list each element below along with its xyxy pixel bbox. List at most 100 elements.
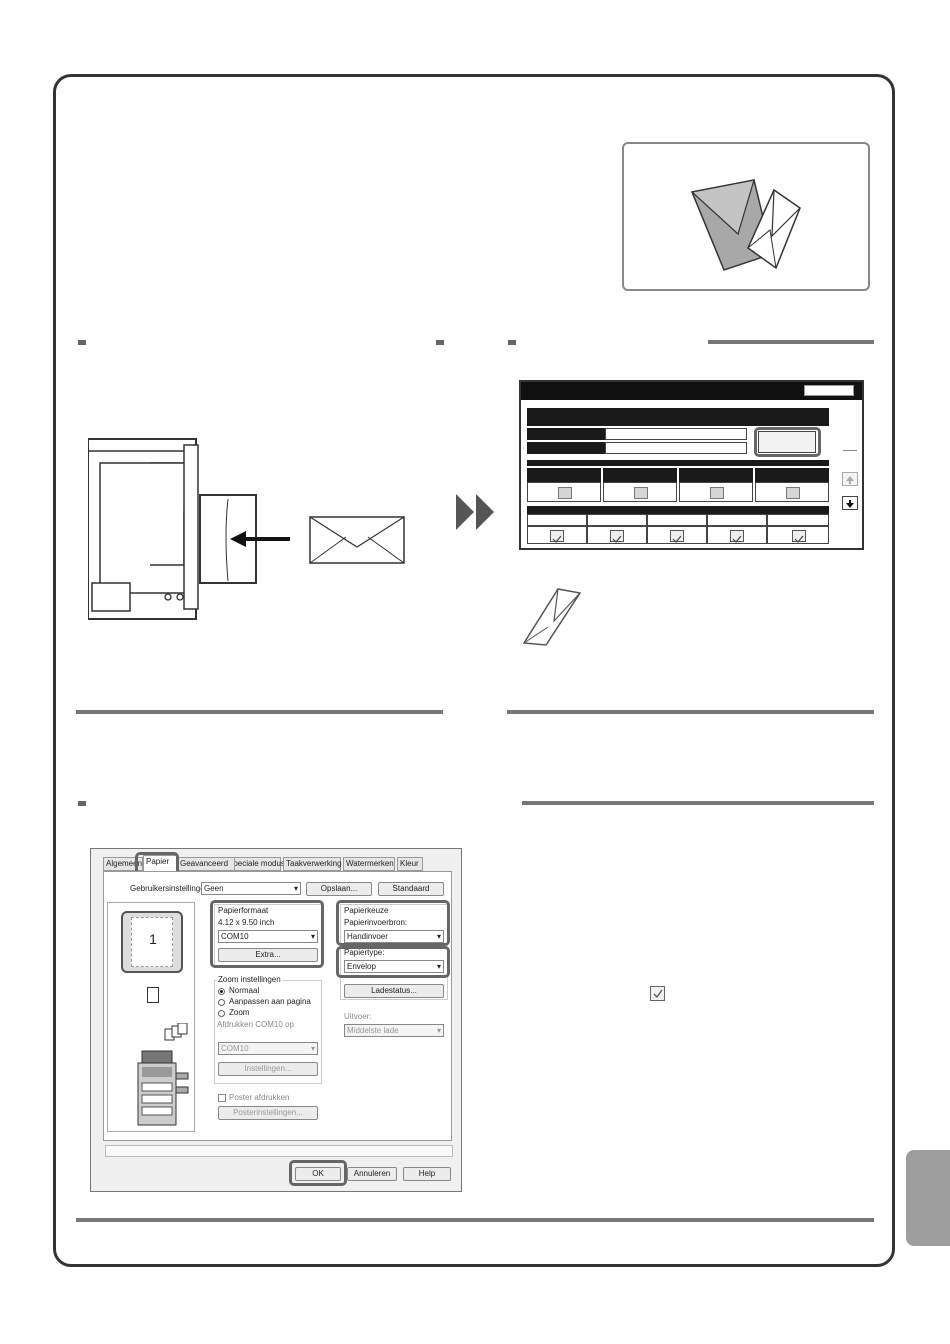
tray-status-button[interactable]: Ladestatus...: [344, 984, 444, 998]
zoom-fit-label: Aanpassen aan pagina: [229, 997, 311, 1006]
section-rule: [522, 801, 874, 805]
panel-column-header: [679, 468, 753, 482]
paper-source-label: Papierinvoerbron:: [344, 918, 408, 927]
preset-select[interactable]: Geen: [201, 882, 301, 895]
save-button[interactable]: Opslaan...: [306, 882, 372, 896]
panel-option-cell: [767, 514, 829, 526]
panel-value-field: [605, 428, 747, 440]
checkmark-icon[interactable]: [610, 530, 624, 543]
panel-option-cell: [679, 482, 753, 502]
paper-size-dimensions: 4.12 x 9.50 inch: [218, 918, 275, 927]
zoom-normal-radio[interactable]: [218, 988, 225, 995]
panel-option-cell: [647, 526, 707, 544]
arrow-down-icon[interactable]: [842, 496, 858, 510]
preset-label: Gebruikersinstellingen:: [130, 884, 212, 893]
panel-title-bar: [521, 382, 862, 400]
checkmark-icon[interactable]: [670, 530, 684, 543]
panel-header-bar: [527, 408, 829, 426]
unchecked-box-icon[interactable]: [634, 487, 648, 499]
panel-column-header: [527, 468, 601, 482]
cancel-button[interactable]: Annuleren: [347, 1167, 397, 1181]
panel-label-bar: [527, 442, 605, 454]
checkmark-icon[interactable]: [550, 530, 564, 543]
tab-advanced-label[interactable]: Geavanceerd: [177, 857, 235, 871]
settings-button[interactable]: Instellingen...: [218, 1062, 318, 1076]
preview-pane: 1: [107, 902, 195, 1132]
checkmark-icon[interactable]: [730, 530, 744, 543]
tab-job-handling[interactable]: Taakverwerking: [283, 857, 342, 871]
paper-size-label: Papierformaat: [218, 906, 269, 915]
status-strip: [105, 1145, 453, 1157]
unchecked-box-icon[interactable]: [558, 487, 572, 499]
poster-settings-button[interactable]: Posterinstellingen...: [218, 1106, 318, 1120]
panel-separator: [843, 450, 857, 451]
panel-column-header: [755, 468, 829, 482]
poster-print-checkbox[interactable]: [218, 1094, 226, 1102]
print-on-select[interactable]: COM10: [218, 1042, 318, 1055]
panel-label-bar: [527, 428, 605, 440]
panel-option-cell: [527, 482, 601, 502]
touch-panel-screen: [519, 380, 864, 550]
highlight-frame: [289, 1160, 347, 1186]
extra-button[interactable]: Extra...: [218, 948, 318, 962]
zoom-fit-radio[interactable]: [218, 999, 225, 1006]
paper-selection-label: Papierkeuze: [344, 906, 389, 915]
page-frame: [53, 74, 895, 1267]
output-label: Uitvoer:: [344, 1012, 372, 1021]
panel-option-cell: [707, 526, 767, 544]
output-select[interactable]: Middelste lade: [344, 1024, 444, 1037]
panel-ok-button[interactable]: [804, 385, 854, 396]
section-rule: [708, 340, 874, 344]
print-on-label: Afdrukken COM10 op: [217, 1020, 294, 1029]
arrow-up-icon[interactable]: [842, 472, 858, 486]
section-marker: [436, 340, 444, 345]
unchecked-box-icon[interactable]: [786, 487, 800, 499]
highlight-frame: [336, 946, 450, 978]
unchecked-box-icon[interactable]: [710, 487, 724, 499]
section-rule: [76, 1218, 874, 1222]
section-marker: [78, 340, 86, 345]
checkmark-icon: [650, 986, 665, 1001]
zoom-custom-label: Zoom: [229, 1008, 250, 1017]
paper-type-button[interactable]: [758, 431, 816, 453]
zoom-settings-label: Zoom instellingen: [217, 975, 282, 985]
envelope-illustration-box: [622, 142, 870, 291]
panel-divider-bar: [527, 506, 829, 514]
tab-color[interactable]: Kleur: [397, 857, 423, 871]
page-preview-sheet: 1: [131, 917, 173, 967]
highlight-frame: [336, 900, 450, 946]
default-button[interactable]: Standaard: [378, 882, 444, 896]
paper-source-select[interactable]: Handinvoer: [344, 930, 444, 943]
panel-option-cell: [527, 514, 587, 526]
preview-page-number: 1: [149, 931, 157, 947]
page-preview: 1: [121, 911, 183, 973]
envelopes-icon: [690, 179, 801, 271]
panel-option-cell: [587, 514, 647, 526]
paper-size-select[interactable]: COM10: [218, 930, 318, 943]
checkmark-icon[interactable]: [792, 530, 806, 543]
next-step-arrow-icon: [456, 494, 496, 530]
stacked-pages-icon: [164, 1022, 188, 1043]
chapter-tab: [906, 1150, 950, 1246]
zoom-custom-radio[interactable]: [218, 1010, 225, 1017]
highlight-frame: [754, 427, 821, 457]
panel-column-header: [603, 468, 677, 482]
dialog-body: Gebruikersinstellingen: Geen Opslaan... …: [103, 871, 452, 1141]
printer-bypass-tray-illustration: [87, 435, 468, 625]
tab-advanced-text: Geavanceerd: [180, 859, 229, 868]
panel-option-cell: [755, 482, 829, 502]
copier-machine-icon: [134, 1049, 190, 1127]
section-marker: [508, 340, 516, 345]
panel-value-field: [605, 442, 747, 454]
paper-type-select[interactable]: Envelop: [344, 960, 444, 973]
tab-watermarks[interactable]: Watermerken: [343, 857, 395, 871]
panel-option-cell: [603, 482, 677, 502]
panel-option-cell: [647, 514, 707, 526]
printer-driver-dialog: Algemeen Geavanceerd Speciale modus Taak…: [90, 848, 462, 1192]
zoom-normal-label: Normaal: [229, 986, 260, 995]
ok-button[interactable]: OK: [295, 1167, 341, 1181]
poster-print-label: Poster afdrukken: [229, 1093, 290, 1102]
document-icon: [147, 987, 159, 1003]
tab-general[interactable]: Algemeen: [103, 857, 143, 871]
help-button[interactable]: Help: [403, 1167, 451, 1181]
